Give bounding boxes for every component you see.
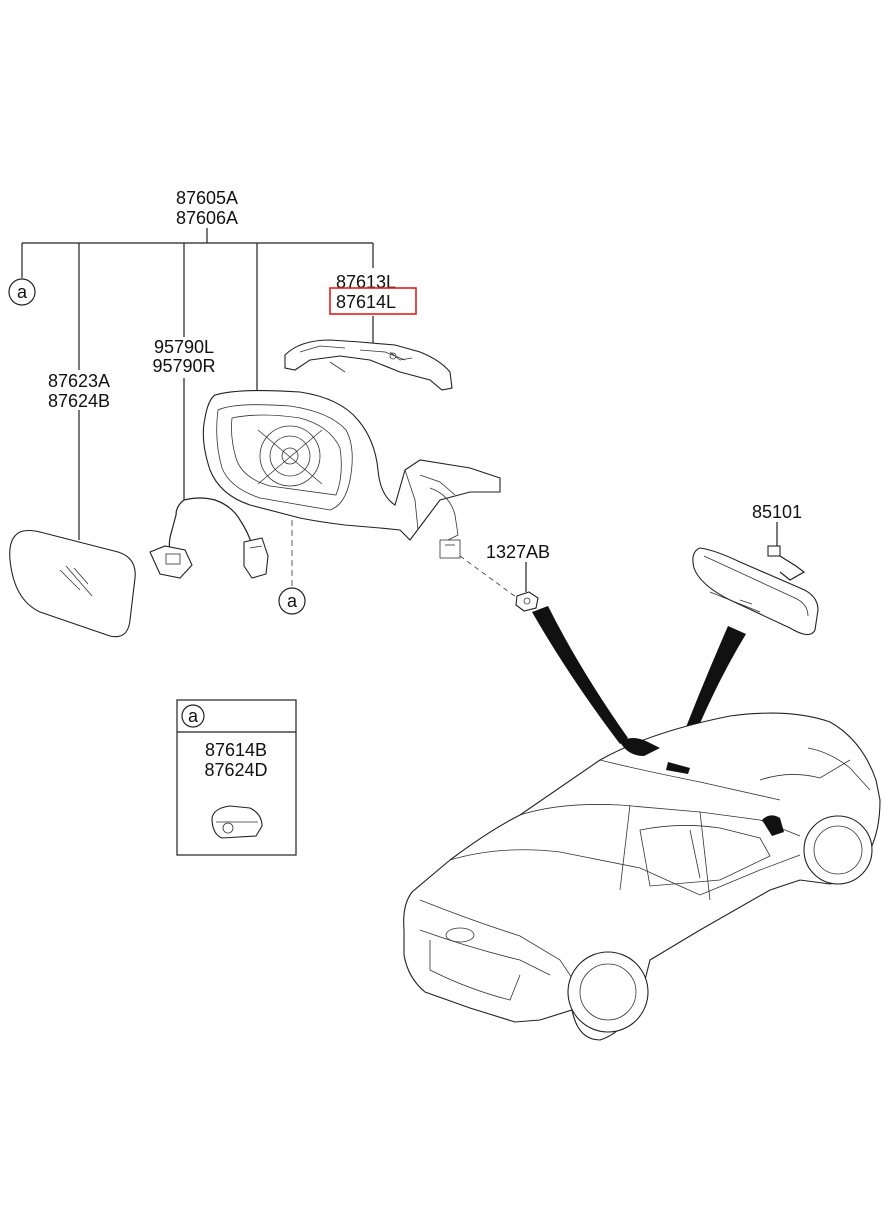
glass-label-2[interactable]: 87624B [48, 391, 110, 411]
cover-label-1[interactable]: 87613L [336, 272, 396, 292]
mirror-glass-part[interactable] [9, 529, 136, 638]
glass-label-1[interactable]: 87623A [48, 371, 110, 391]
assembly-leader-lines [21, 228, 374, 540]
nut-dashed-leader [459, 555, 521, 601]
detail-ref-text: a [188, 706, 199, 726]
assembly-label-2[interactable]: 87606A [176, 208, 238, 228]
outside-mirror-assembly[interactable] [202, 390, 501, 559]
ref-circle-a-top-text: a [17, 282, 28, 302]
nut-part[interactable] [515, 591, 539, 612]
ref-circle-a-bottom-text: a [287, 591, 298, 611]
ref-circle-a-bottom: a [278, 587, 306, 615]
inside-mirror-part[interactable] [692, 545, 819, 636]
harness-label-2[interactable]: 95790R [152, 356, 215, 376]
ref-circle-a-top: a [8, 278, 36, 306]
harness-label-1[interactable]: 95790L [154, 337, 214, 357]
vehicle-outline [403, 712, 881, 1041]
detail-box: a 87614B 87624D [176, 699, 297, 856]
mirror-harness-part[interactable] [149, 497, 269, 579]
assembly-label-1[interactable]: 87605A [176, 188, 238, 208]
pointer-wedge-outside [532, 606, 628, 744]
nut-label[interactable]: 1327AB [486, 542, 550, 562]
detail-label-1[interactable]: 87614B [205, 740, 267, 760]
detail-label-2[interactable]: 87624D [204, 760, 267, 780]
cover-label-2[interactable]: 87614L [336, 292, 396, 312]
detail-lamp-part[interactable] [211, 805, 263, 839]
mirror-cover-part[interactable] [284, 339, 453, 391]
highlight-box [329, 287, 417, 315]
inside-mirror-label[interactable]: 85101 [752, 502, 802, 522]
